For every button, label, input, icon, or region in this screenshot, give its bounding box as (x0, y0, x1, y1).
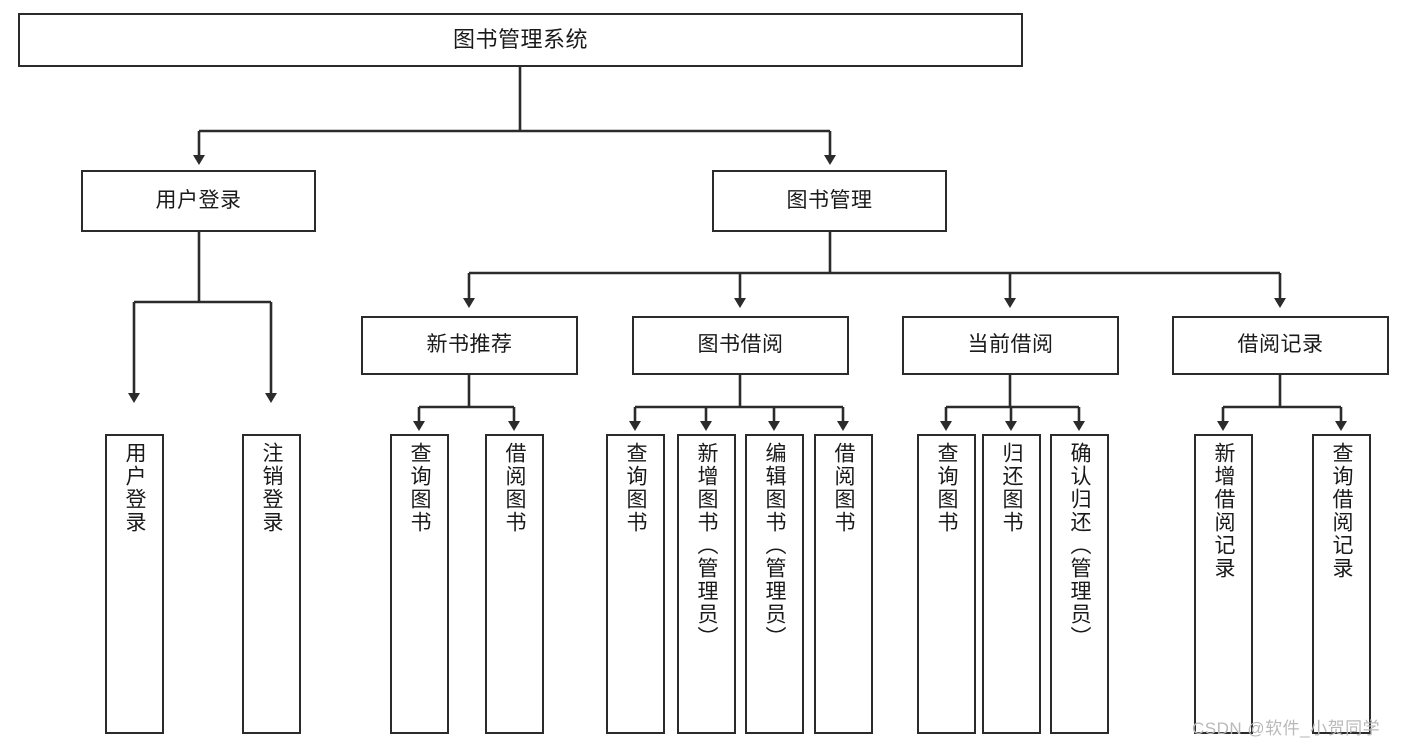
node-label: 当前借阅 (967, 333, 1054, 357)
node-label: 图书管理 (786, 188, 873, 212)
node-label: 借阅图书 (503, 442, 527, 534)
node-label: 新增借阅记录 (1212, 442, 1236, 580)
leaf-borrow-borrow-book[interactable]: 借阅图书 (814, 434, 873, 734)
node-label: 用户登录 (155, 188, 242, 212)
leaf-borrow-add-book-admin[interactable]: 新增图书（管理员） (677, 434, 736, 734)
node-book-borrow[interactable]: 图书借阅 (632, 316, 849, 375)
node-label: 图书借阅 (697, 333, 784, 357)
node-label: 图书管理系统 (452, 27, 588, 53)
leaf-new-book-query[interactable]: 查询图书 (390, 434, 449, 734)
leaf-record-query-record[interactable]: 查询借阅记录 (1312, 434, 1371, 734)
csdn-watermark: CSDN @软件_小贺同学 (1192, 714, 1380, 739)
node-root-system[interactable]: 图书管理系统 (18, 13, 1023, 67)
node-label: 归还图书 (1000, 442, 1024, 534)
leaf-current-return-book[interactable]: 归还图书 (982, 434, 1041, 734)
node-book-management[interactable]: 图书管理 (712, 170, 947, 232)
node-label: 编辑图书（管理员） (763, 442, 787, 649)
leaf-new-book-borrow[interactable]: 借阅图书 (485, 434, 544, 734)
node-label: 借阅图书 (832, 442, 856, 534)
node-label: 借阅记录 (1237, 333, 1324, 357)
node-current-borrow[interactable]: 当前借阅 (902, 316, 1119, 375)
node-label: 确认归还（管理员） (1068, 442, 1092, 649)
leaf-user-login-logout[interactable]: 注销登录 (242, 434, 301, 734)
node-label: 新增图书（管理员） (695, 442, 719, 649)
node-label: 查询图书 (935, 442, 959, 534)
watermark-text: CSDN @软件_小贺同学 (1192, 719, 1381, 738)
leaf-borrow-query-book[interactable]: 查询图书 (606, 434, 665, 734)
leaf-borrow-edit-book-admin[interactable]: 编辑图书（管理员） (745, 434, 804, 734)
node-borrow-record[interactable]: 借阅记录 (1172, 316, 1389, 375)
node-label: 用户登录 (123, 442, 147, 534)
node-label: 查询图书 (624, 442, 648, 534)
node-new-book-recommend[interactable]: 新书推荐 (361, 316, 578, 375)
node-label: 查询借阅记录 (1330, 442, 1354, 580)
node-label: 新书推荐 (426, 333, 513, 357)
leaf-user-login-login[interactable]: 用户登录 (105, 434, 164, 734)
leaf-current-confirm-return-admin[interactable]: 确认归还（管理员） (1050, 434, 1109, 734)
leaf-current-query-book[interactable]: 查询图书 (917, 434, 976, 734)
node-user-login[interactable]: 用户登录 (81, 170, 316, 232)
leaf-record-add-record[interactable]: 新增借阅记录 (1194, 434, 1253, 734)
node-label: 注销登录 (260, 442, 284, 534)
node-label: 查询图书 (408, 442, 432, 534)
